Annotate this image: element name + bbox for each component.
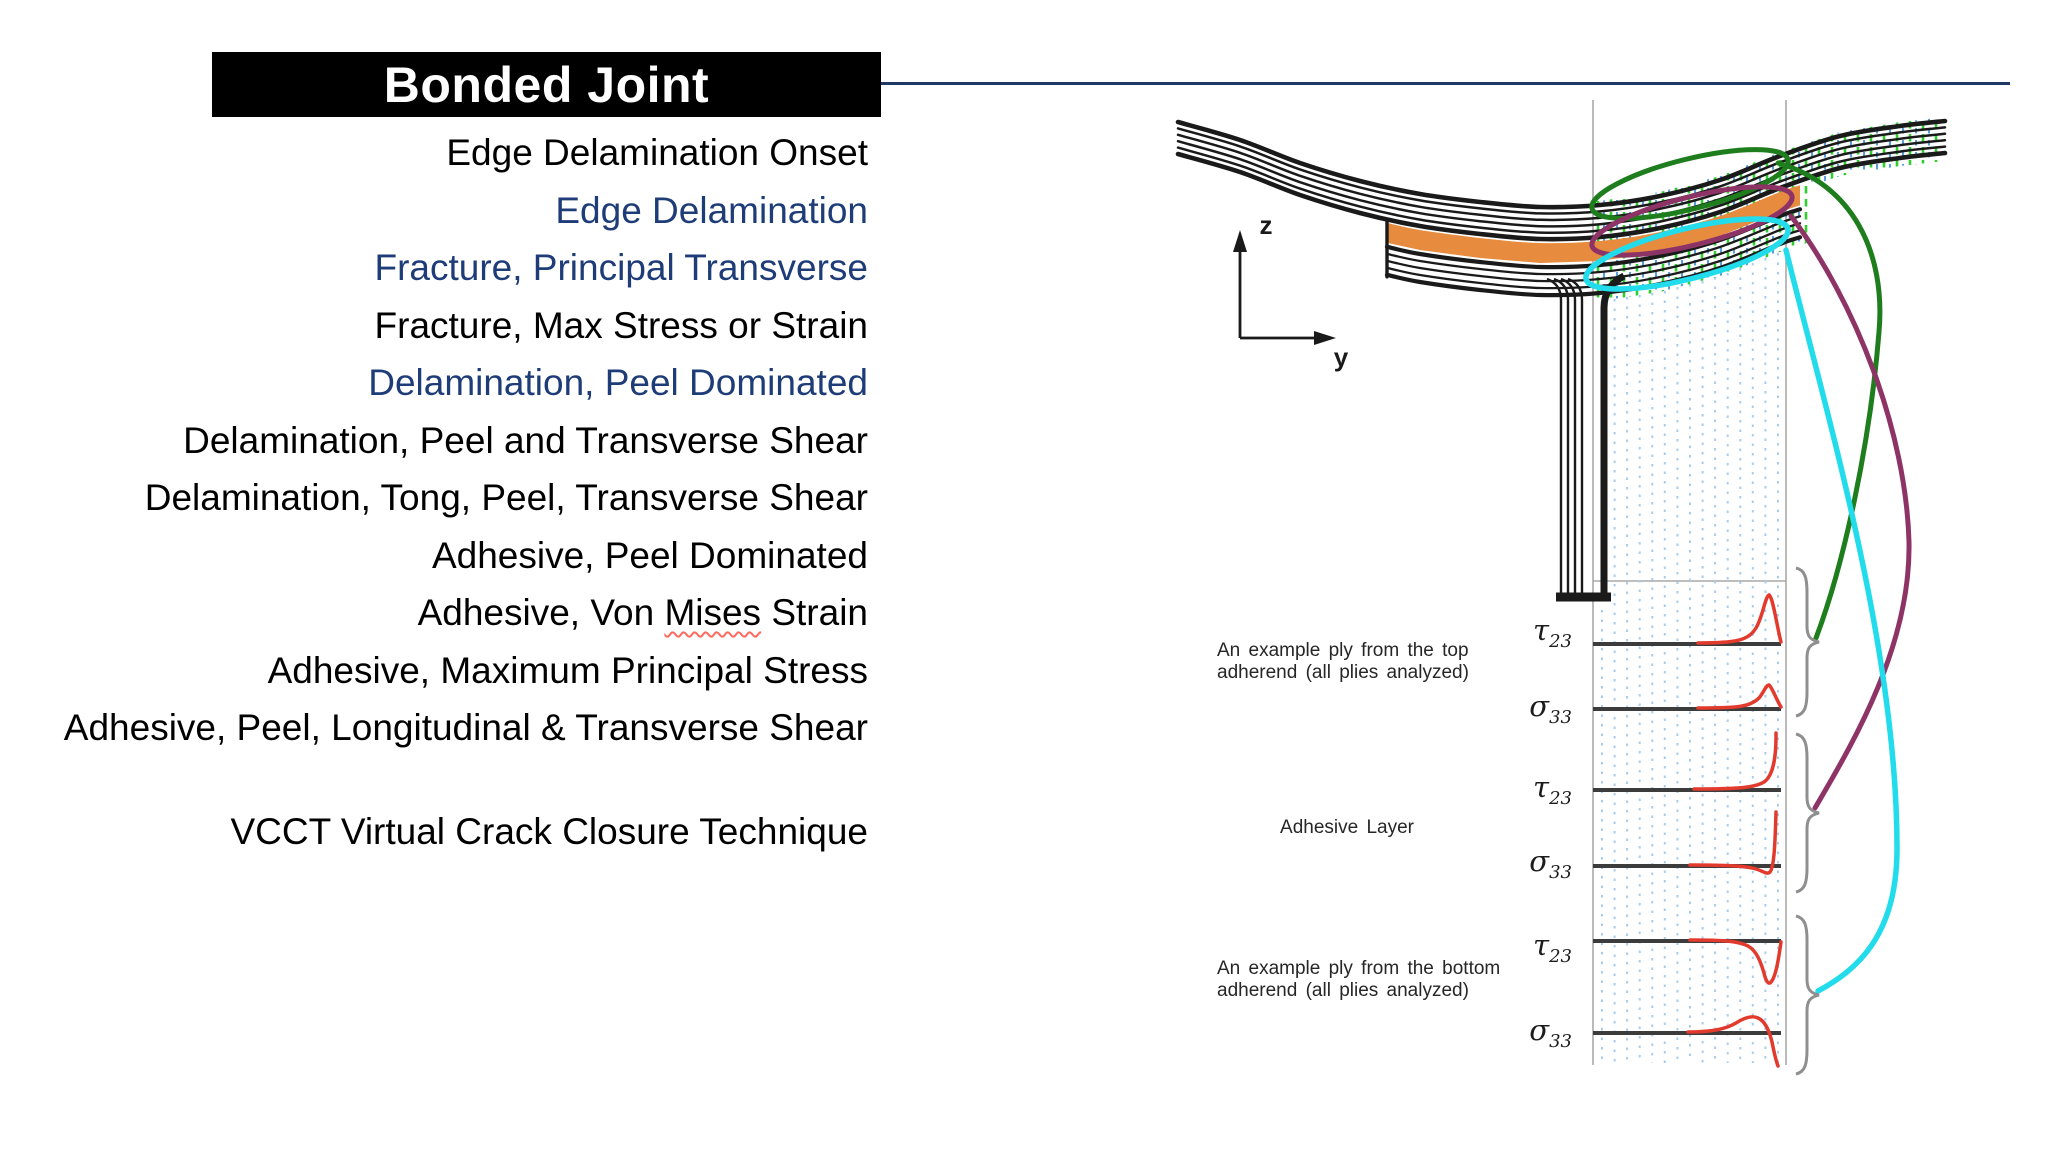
top-adherend-label: An example ply from the top adherend (al…	[1217, 640, 1469, 683]
laminate-skin	[1175, 118, 1948, 242]
criteria-item: Edge Delamination Onset	[446, 132, 868, 173]
stress-curve	[1696, 683, 1783, 710]
adhesive-layer-label: Adhesive Layer	[1280, 817, 1414, 838]
stress-symbol-label: σ33	[1529, 844, 1572, 883]
title-box: Bonded Joint	[212, 52, 881, 117]
curly-brace	[1795, 732, 1820, 894]
skin-ply-line	[1176, 126, 1947, 215]
skin-ply-line	[1176, 132, 1947, 222]
bottom-ply-line	[1385, 222, 1802, 283]
callout-curves	[1775, 160, 1912, 994]
criteria-item: Adhesive, Maximum Principal Stress	[267, 649, 868, 691]
criteria-item: Delamination, Peel Dominated	[368, 362, 868, 403]
bottom-adherend-label: An example ply from the bottom adherend …	[1217, 958, 1501, 1001]
bottom-adherend-ellipse	[1583, 216, 1791, 292]
stress-plots	[1593, 593, 1783, 1068]
web-leg-line	[1553, 277, 1570, 597]
z-axis-arrowhead	[1233, 230, 1247, 252]
curly-brace	[1795, 566, 1820, 718]
stress-symbol-label: τ23	[1533, 770, 1572, 809]
skin-ply-line	[1176, 145, 1947, 235]
header-rule	[881, 82, 2010, 85]
criteria-item: Delamination, Tong, Peel, Transverse She…	[144, 477, 868, 518]
spellchecked-word: Mises	[664, 592, 762, 633]
criteria-item: Adhesive, Peel Dominated	[431, 534, 868, 576]
bottom-ply-line	[1385, 215, 1802, 276]
skin-ply-line	[1175, 118, 1948, 210]
adhesive-band	[1387, 185, 1800, 263]
adhesive-column-dots	[1601, 253, 1779, 1063]
y-axis-arrowhead	[1314, 331, 1336, 345]
group-braces	[1795, 566, 1820, 1076]
criteria-item: Adhesive, Peel, Longitudinal & Transvers…	[63, 707, 868, 748]
web-leg-line	[1560, 277, 1577, 597]
web-leg-line	[1567, 277, 1584, 597]
criteria-gap	[0, 757, 868, 803]
criteria-item: VCCT Virtual Crack Closure Technique	[230, 810, 868, 852]
web-legs	[1546, 272, 1626, 602]
criteria-item: Fracture, Max Stress or Strain	[374, 304, 868, 346]
web-leg-line	[1546, 277, 1563, 597]
web-leg-thick-line	[1600, 272, 1626, 597]
stress-curve	[1692, 731, 1778, 791]
skin-ply-line	[1176, 138, 1947, 228]
cyan-callout-curve	[1783, 247, 1900, 994]
region-ellipses	[1583, 147, 1795, 292]
stress-symbol-label: σ33	[1529, 1013, 1572, 1052]
top-adherend-ellipse	[1589, 147, 1791, 221]
z-axis-label: z	[1260, 210, 1273, 240]
stress-symbol-label: τ23	[1533, 613, 1572, 652]
stress-symbol-label: τ23	[1533, 928, 1572, 967]
stress-curve	[1696, 593, 1783, 645]
stress-symbol-label: σ33	[1529, 689, 1572, 728]
adhesive-ellipse	[1589, 184, 1795, 258]
criteria-item: Adhesive, Von Mises Strain	[417, 592, 868, 633]
criteria-item: Delamination, Peel and Transverse Shear	[183, 419, 868, 461]
criteria-item: Fracture, Principal Transverse	[374, 247, 868, 288]
stress-curve	[1688, 810, 1778, 875]
stress-curve	[1686, 1015, 1780, 1068]
y-axis-label: y	[1334, 342, 1349, 372]
curly-brace	[1795, 914, 1820, 1076]
coordinate-axes: zy	[1233, 210, 1349, 372]
stress-symbol-labels: τ23 σ33 τ23 σ33 τ23 σ33	[1529, 613, 1572, 1052]
green-callout-curve	[1775, 160, 1883, 641]
page-title: Bonded Joint	[383, 56, 710, 113]
maroon-callout-curve	[1788, 213, 1912, 811]
criteria-item: Edge Delamination	[555, 189, 868, 231]
skin-ply-line	[1175, 150, 1948, 242]
stress-curve	[1688, 938, 1783, 985]
